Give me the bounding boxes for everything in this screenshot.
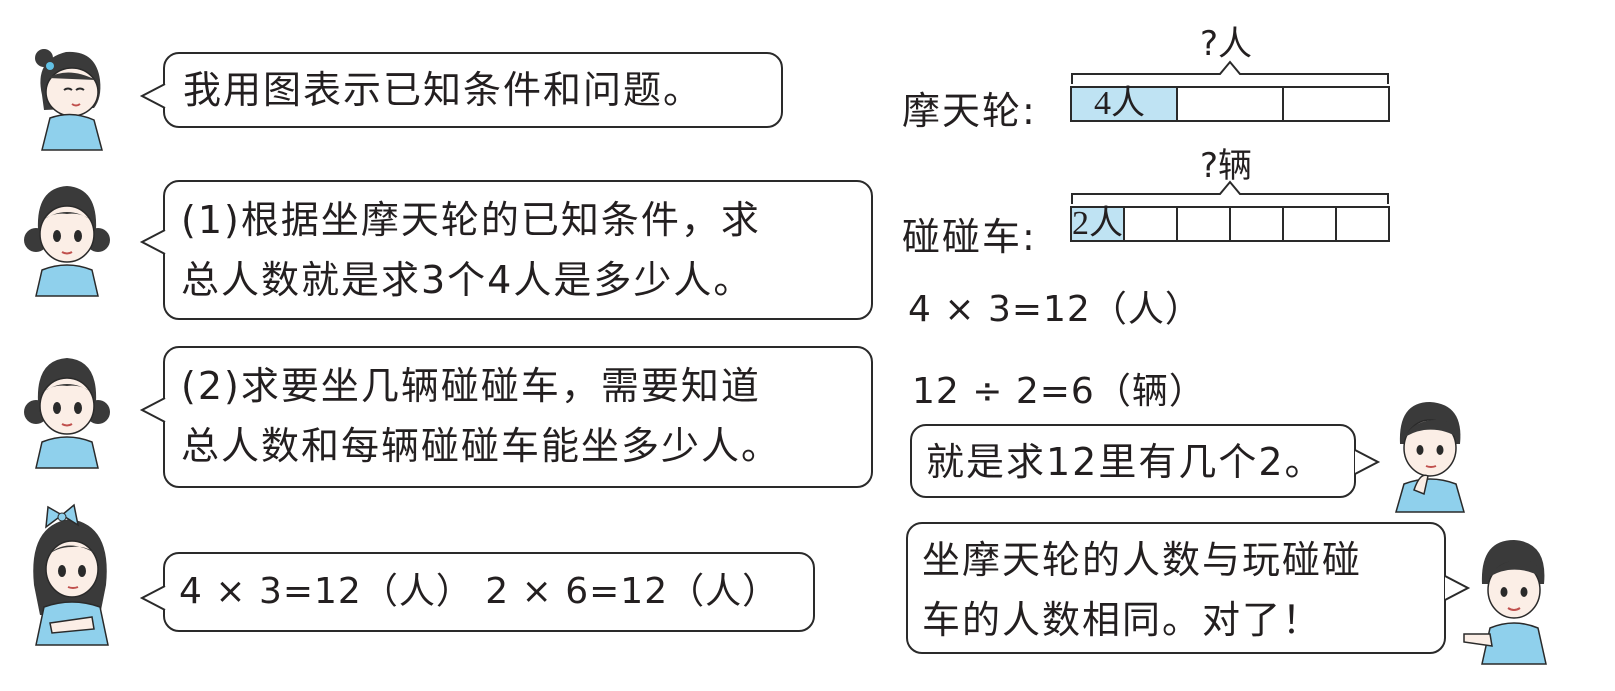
speech-bubble-5: 就是求12里有几个2。 [910,424,1356,498]
equation-1: 4 × 3=12（人） [908,289,1202,330]
bubble-5-text: 就是求12里有几个2。 [926,440,1325,484]
speech-bubble-3: (2)求要坐几辆碰碰车，需要知道 总人数和每辆碰碰车能坐多少人。 [163,346,873,488]
bumper-segment-label: 2人 [1072,205,1123,242]
equation-2: 12 ÷ 2=6（辆） [912,371,1206,412]
boy-thinking-avatar [1395,402,1465,513]
bumper-total-brace [1071,180,1389,204]
boy-pointing-avatar [1463,540,1547,665]
bubble-tail-5 [1354,449,1381,475]
bumper-segment-3 [1176,208,1229,240]
bumper-bar: 2人 [1070,205,1390,242]
bubble-tail-4 [139,585,166,611]
bubble-1-text: 我用图表示已知条件和问题。 [183,68,704,112]
girl-bow-avatar [33,503,109,646]
bumper-segment-2 [1123,208,1176,240]
bumper-segment-4 [1229,208,1282,240]
ferris-segment-3 [1282,88,1388,120]
ferris-question-label: ?人 [1200,24,1253,64]
girl-ponytail-avatar [35,49,103,151]
speech-bubble-6: 坐摩天轮的人数与玩碰碰 车的人数相同。对了！ [906,522,1446,654]
bubble-tail-1 [139,83,166,109]
ferris-segment-label: 4人 [1094,85,1145,122]
bubble-tail-2 [139,229,166,255]
bubble-tail-6 [1444,575,1471,601]
ferris-wheel-label: 摩天轮: [902,89,1037,133]
ferris-bar: 4人 [1070,85,1390,122]
bubble-4-text: 4 × 3=12（人） 2 × 6=12（人） [179,571,780,612]
ferris-total-brace [1071,60,1389,84]
ferris-segment-1: 4人 [1072,85,1176,122]
bubble-2-line-1: (1)根据坐摩天轮的已知条件，求 [181,198,761,242]
bubble-3-line-1: (2)求要坐几辆碰碰车，需要知道 [181,364,761,408]
girl-pigtails-avatar [24,186,110,297]
speech-bubble-1: 我用图表示已知条件和问题。 [163,52,783,128]
bumper-car-label: 碰碰车: [902,215,1037,259]
bumper-question-label: ?辆 [1200,146,1253,186]
speech-bubble-4: 4 × 3=12（人） 2 × 6=12（人） [163,552,815,632]
girl-pigtails-avatar-2 [24,358,110,469]
speech-bubble-2: (1)根据坐摩天轮的已知条件，求 总人数就是求3个4人是多少人。 [163,180,873,320]
bubble-2-line-2: 总人数就是求3个4人是多少人。 [181,258,754,302]
bumper-segment-5 [1282,208,1335,240]
ferris-segment-2 [1176,88,1282,120]
bubble-3-line-2: 总人数和每辆碰碰车能坐多少人。 [181,424,782,468]
bumper-segment-6 [1335,208,1388,240]
bubble-6-line-2: 车的人数相同。对了！ [922,598,1323,642]
bubble-tail-3 [139,397,166,423]
bumper-segment-1: 2人 [1072,205,1123,242]
bubble-6-line-1: 坐摩天轮的人数与玩碰碰 [922,538,1363,582]
